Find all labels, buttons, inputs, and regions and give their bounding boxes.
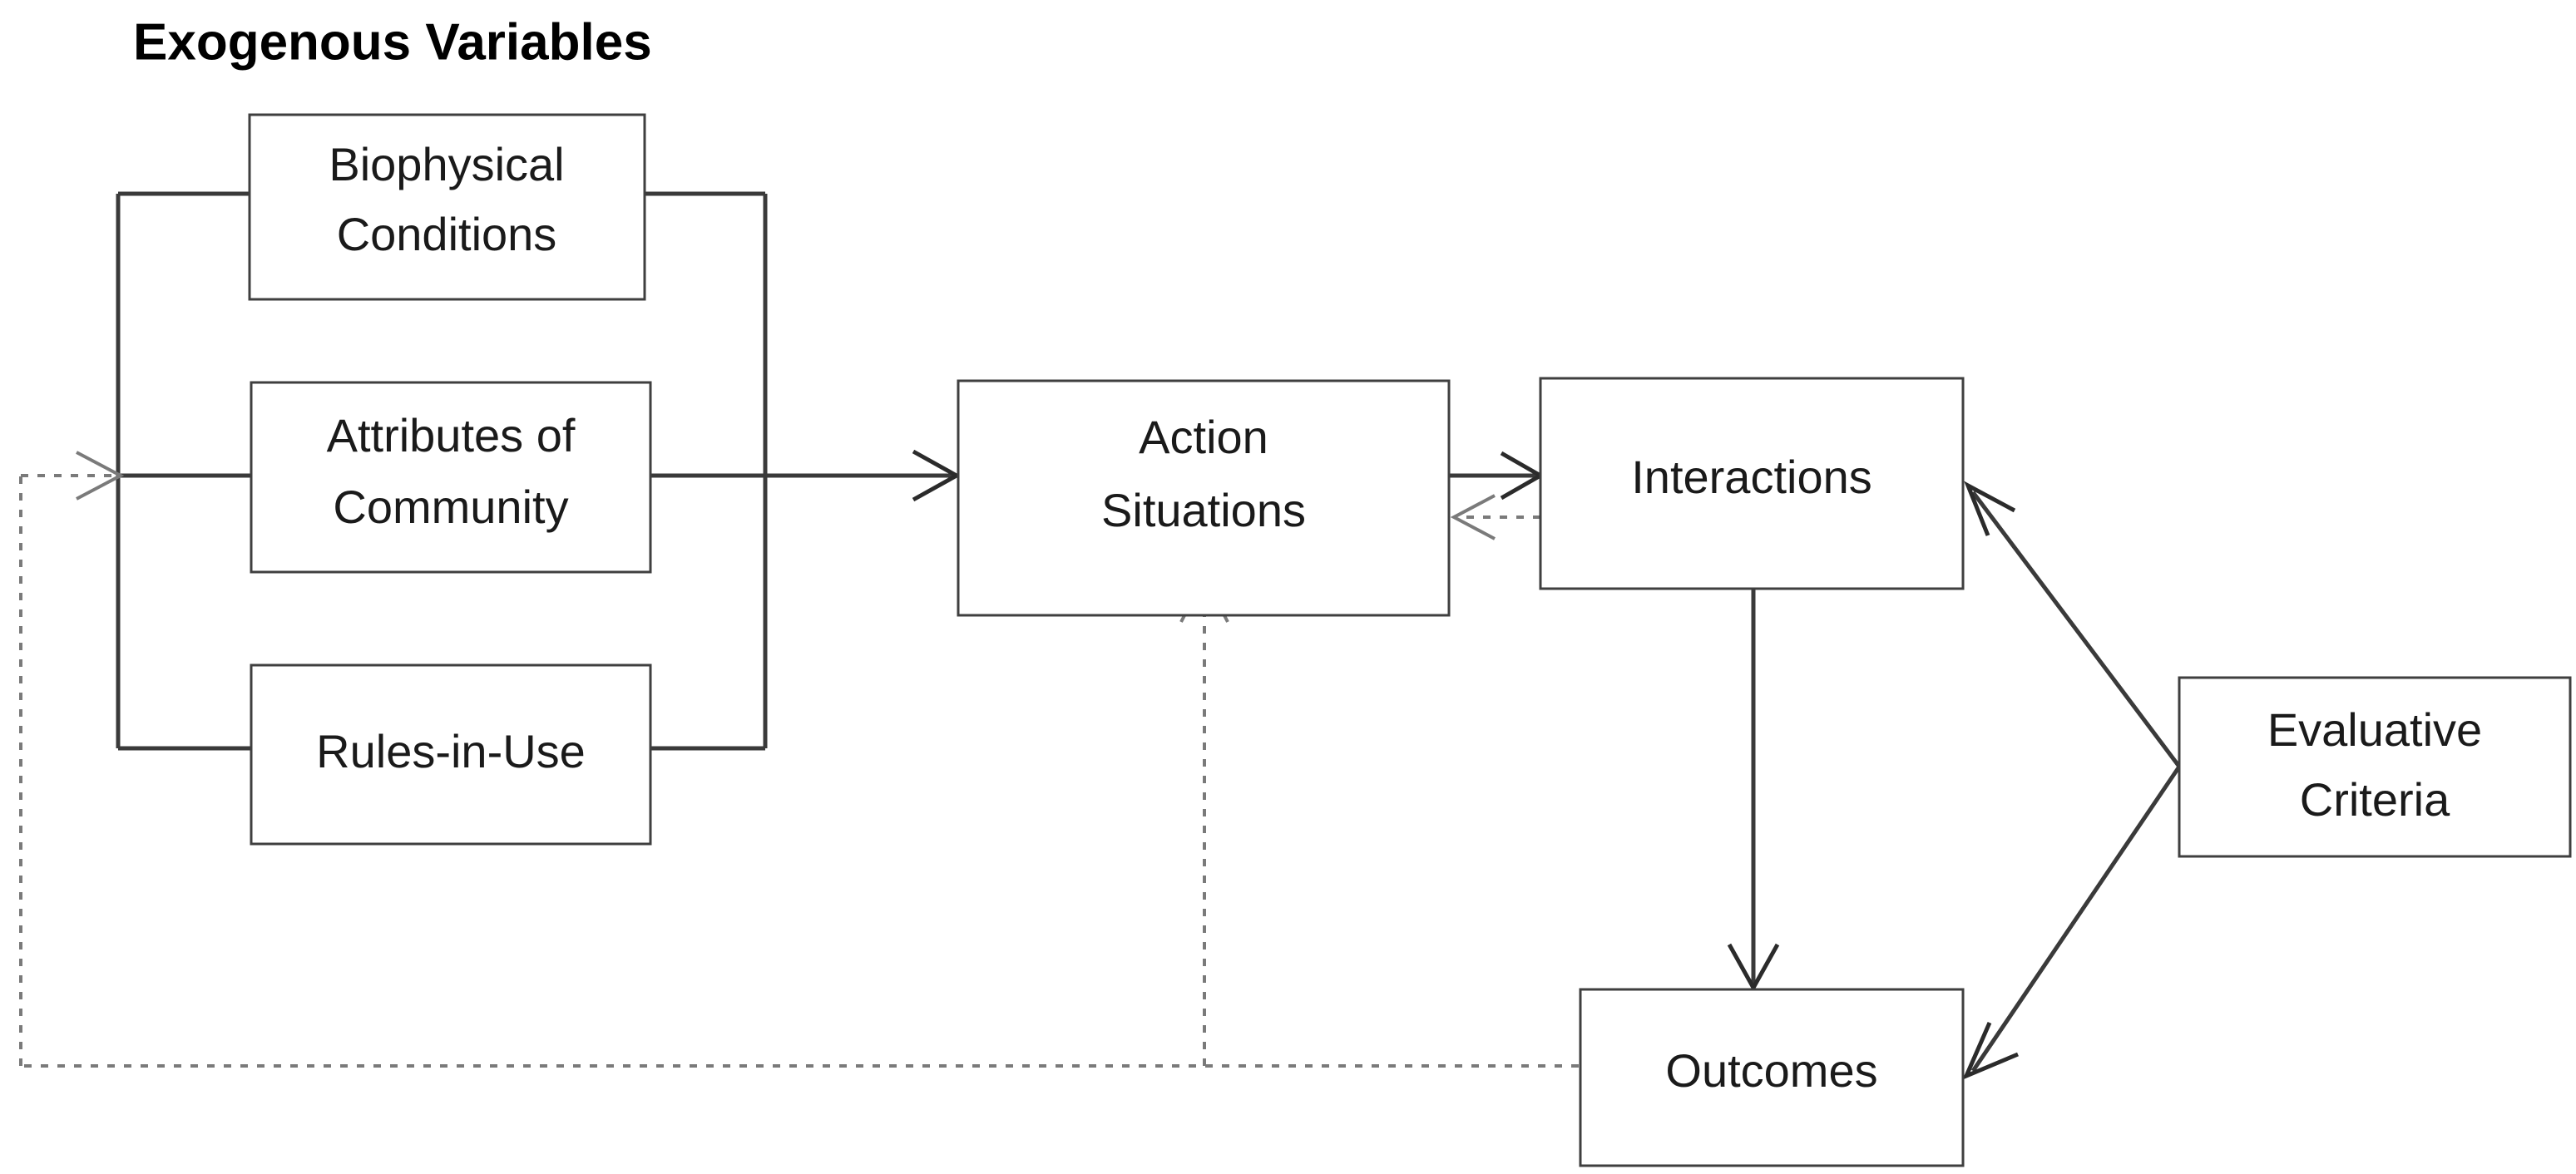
edge-exogenous-to-action-situations [640, 449, 962, 502]
node-rules-in-use-box[interactable] [250, 663, 652, 846]
edge-outcomes-to-action-situations [1179, 573, 1229, 1066]
node-outcomes-label-line1: Outcomes [1665, 1044, 1877, 1097]
node-attributes-of-community[interactable]: Attributes of Community [250, 381, 652, 574]
node-interactions[interactable]: Interactions [1539, 377, 1965, 590]
edge-interactions-to-outcomes [1727, 589, 1780, 993]
node-rules-in-use-label-line1: Rules-in-Use [316, 725, 586, 777]
node-interactions-label-line1: Interactions [1631, 451, 1872, 503]
node-outcomes[interactable]: Outcomes [1579, 988, 1965, 1167]
node-action-situations[interactable]: Action Situations [957, 379, 1451, 617]
node-attributes-of-community-box[interactable] [250, 381, 652, 574]
node-action-situations-box[interactable] [957, 379, 1451, 617]
node-action-situations-label-line1: Action [1139, 411, 1268, 463]
diagram-title: Exogenous Variables [133, 13, 652, 71]
node-biophysical-conditions-label-line2: Conditions [337, 208, 557, 260]
edge-action-situations-to-interactions [1449, 451, 1545, 501]
node-attributes-of-community-label-line2: Community [333, 481, 568, 533]
node-evaluative-criteria-label-line1: Evaluative [2267, 703, 2482, 756]
edge-bracket-left [116, 191, 262, 751]
edge-evaluative-criteria-to-interactions [1964, 481, 2181, 768]
node-biophysical-conditions-label-line1: Biophysical [329, 138, 564, 190]
edge-outcomes-to-exogenous-variables [19, 451, 1579, 1068]
node-biophysical-conditions-box[interactable] [248, 113, 646, 301]
node-biophysical-conditions[interactable]: Biophysical Conditions [248, 113, 646, 301]
edge-bracket-right [640, 191, 768, 751]
node-action-situations-label-line2: Situations [1101, 484, 1306, 536]
node-attributes-of-community-label-line1: Attributes of [327, 409, 576, 461]
node-outcomes-box[interactable] [1579, 988, 1965, 1167]
node-evaluative-criteria[interactable]: Evaluative Criteria [2178, 676, 2572, 858]
edge-interactions-to-action-situations [1450, 494, 1540, 540]
node-evaluative-criteria-box[interactable] [2178, 676, 2572, 858]
node-interactions-box[interactable] [1539, 377, 1965, 590]
edge-evaluative-criteria-to-outcomes [1962, 765, 2182, 1080]
node-evaluative-criteria-label-line2: Criteria [2300, 773, 2450, 826]
node-rules-in-use[interactable]: Rules-in-Use [250, 663, 652, 846]
